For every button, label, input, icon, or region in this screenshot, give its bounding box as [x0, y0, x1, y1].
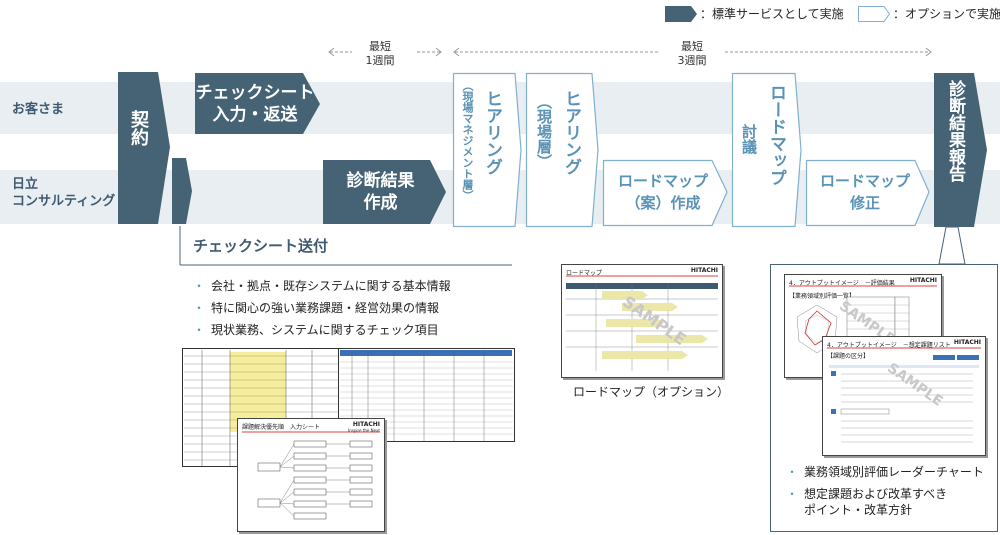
step-report-shape: [934, 73, 987, 227]
report-doc2-sub: 【課題の区分】: [827, 353, 870, 360]
step-hearing-field-shape: [525, 72, 599, 228]
step-roadmap-draft-label: ロードマップ （案）作成: [617, 172, 708, 212]
hitachi-logo: HITACHI: [910, 278, 937, 284]
duration-short-top: 最短: [369, 40, 391, 53]
bullet-dot-icon: ・: [193, 279, 206, 293]
report-doc2-title: 4．アウトプットイメージ －想定課題リスト: [827, 342, 951, 349]
step-checksheet-input-label: チェックシート 入力・返送: [195, 83, 315, 125]
step-roadmap-discuss-sub: 討議: [740, 124, 758, 154]
report-bullet-2-text: 想定課題および改革すべき ポイント・改革方針: [804, 487, 948, 517]
duration-short-arrow: [328, 47, 442, 57]
roadmap-doc-title: ロードマップ: [566, 270, 603, 277]
step-hearing-field-label: ヒアリング: [561, 90, 581, 175]
step-report-label: 診断結果報告: [945, 80, 965, 182]
report-doc1-sub: 【業務領域別評価一覧】: [789, 293, 856, 300]
report-bullet-2: ・想定課題および改革すべき ポイント・改革方針: [786, 486, 947, 518]
step-hearing-field: ヒアリング （現場層）: [528, 80, 594, 226]
report-bullet-1-text: 業務領域別評価レーダーチャート: [804, 465, 984, 479]
legend-option-label: ：オプションで実施: [893, 7, 1000, 21]
duration-short: 最短 1週間: [355, 40, 405, 68]
bullet-dot-icon: ・: [193, 323, 206, 337]
report-doc1-title: 4．アウトプットイメージ －評価結果: [789, 280, 895, 287]
report-doc2-body: [827, 347, 981, 443]
step-roadmap-discuss-label: ロードマップ: [766, 84, 786, 186]
duration-long-top: 最短: [681, 40, 703, 53]
checksheet-bullet-2: ・特に関心の強い業務課題・経営効果の情報: [193, 300, 439, 316]
hitachi-logo: HITACHI Inspire the Next: [348, 422, 380, 434]
bullet-dot-icon: ・: [786, 465, 799, 479]
checksheet-doc-tree: [242, 431, 380, 520]
step-contract-label: 契約: [128, 110, 149, 146]
step-roadmap-revise-shape: [805, 159, 930, 227]
step-hearing-mgmt-shape: [452, 72, 522, 228]
checksheet-title: チェックシート送付: [193, 237, 329, 255]
report-bullet-1: ・業務領域別評価レーダーチャート: [786, 464, 984, 480]
bullet-dot-icon: ・: [786, 487, 799, 501]
roadmap-doc-chart: [566, 275, 718, 371]
checksheet-bullet-3-text: 現状業務、システムに関するチェック項目: [211, 323, 439, 337]
flow-shapes: [118, 72, 987, 266]
hitachi-logo: HITACHI: [954, 340, 981, 346]
step-hearing-field-sub: （現場層）: [535, 94, 553, 169]
legend-standard-label: ：標準サービスとして実施: [700, 7, 844, 21]
step-checksheet-send-shape: [172, 158, 192, 224]
hitachi-logo-text: HITACHI: [352, 421, 380, 428]
hitachi-logo-text: HITACHI: [953, 339, 981, 346]
checksheet-doc-title: 課題解決優先順 入力シート: [242, 424, 321, 431]
checksheet-bullet-1-text: 会社・拠点・既存システムに関する基本情報: [211, 279, 451, 293]
step-hearing-mgmt-sub: （現場マネジメント層）: [461, 80, 474, 201]
roadmap-caption: ロードマップ（オプション）: [573, 385, 730, 399]
bullet-dot-icon: ・: [193, 301, 206, 315]
legend-option-swatch: [858, 6, 890, 22]
checksheet-bullet-3: ・現状業務、システムに関するチェック項目: [193, 322, 439, 338]
lane-consulting-label: 日立 コンサルティング: [12, 177, 116, 209]
step-contract-shape: [118, 72, 170, 224]
duration-long: 最短 3週間: [667, 40, 717, 68]
legend-standard-swatch: [665, 6, 697, 22]
step-hearing-mgmt: ヒアリング （現場マネジメント層）: [455, 80, 517, 226]
step-roadmap-draft-shape: [602, 159, 728, 227]
hitachi-logo-sub: Inspire the Next: [348, 428, 380, 433]
step-roadmap-revise-label: ロードマップ 修正: [819, 172, 910, 212]
step-roadmap-discuss-shape: [731, 72, 802, 228]
lane-customer-label: お客さま: [12, 102, 65, 117]
duration-short-bottom: 1週間: [365, 54, 395, 67]
step-roadmap-discuss: ロードマップ 討議: [734, 80, 798, 226]
checksheet-bullet-2-text: 特に関心の強い業務課題・経営効果の情報: [211, 301, 440, 315]
checksheet-bullet-1: ・会社・拠点・既存システムに関する基本情報: [193, 278, 451, 294]
hitachi-logo: HITACHI: [691, 268, 718, 274]
step-checksheet-input-shape: [195, 73, 320, 134]
step-diagnosis-create-label: 診断結果 作成: [346, 171, 415, 213]
roadmap-doc-thumb: ロードマップ HITACHI SAMPLE: [561, 264, 723, 378]
hitachi-logo-text: HITACHI: [690, 267, 718, 274]
report-doc-issue-list: 4．アウトプットイメージ －想定課題リスト HITACHI 【課題の区分】 SA…: [822, 336, 986, 456]
hitachi-logo-text: HITACHI: [909, 277, 937, 284]
checksheet-input-doc-thumb: 課題解決優先順 入力シート HITACHI Inspire the Next: [237, 418, 385, 532]
step-diagnosis-create-shape: [323, 160, 446, 224]
duration-long-arrow: [453, 47, 932, 57]
step-hearing-mgmt-label: ヒアリング: [482, 90, 502, 175]
duration-long-bottom: 3週間: [677, 54, 707, 67]
